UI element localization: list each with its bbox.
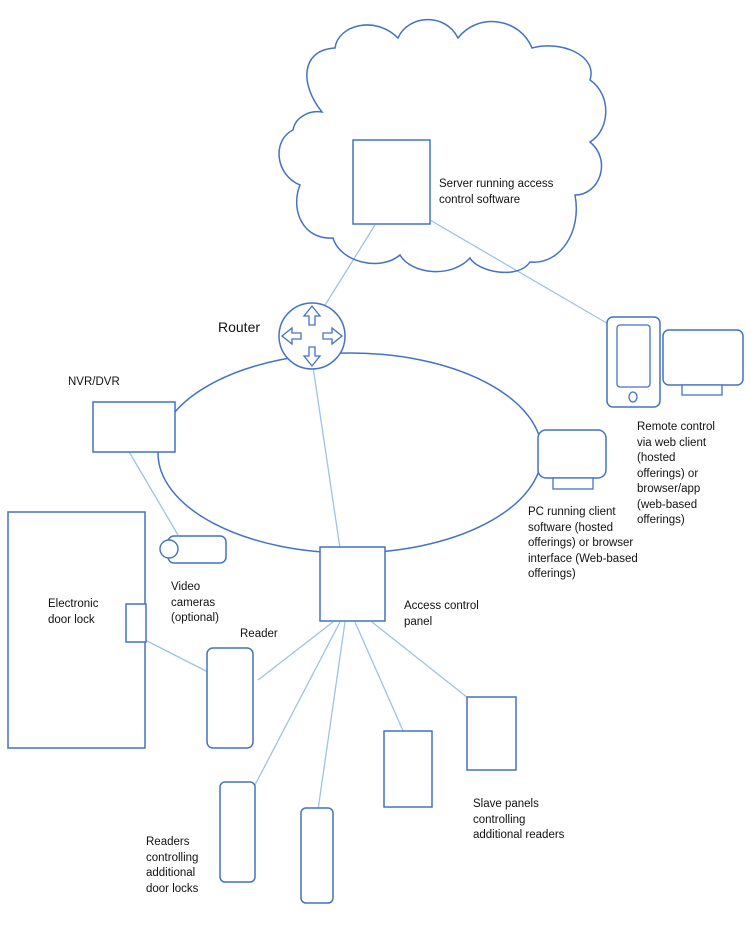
door-lock xyxy=(125,603,147,643)
monitor-icon xyxy=(662,329,744,396)
link-panel-reader xyxy=(257,621,334,681)
nvr-label: NVR/DVR xyxy=(68,376,120,388)
link-door-reader xyxy=(144,639,209,673)
link-nvr-camera xyxy=(127,449,179,536)
remote-control-label: Remote control via web client (hosted of… xyxy=(637,421,715,526)
additional-reader-1 xyxy=(219,781,256,883)
server-label: Server running access control software xyxy=(439,178,554,206)
slave-panel-2 xyxy=(466,696,517,771)
link-router-panel xyxy=(311,359,341,549)
access-control-panel-box xyxy=(319,546,386,622)
cloud-shape xyxy=(278,18,607,274)
link-server-remote xyxy=(429,219,611,326)
additional-reader-2 xyxy=(300,807,334,904)
link-panel-reader-3 xyxy=(317,621,346,811)
reader-label: Reader xyxy=(240,628,278,640)
electronic-lock-label: Electronic door lock xyxy=(48,598,99,626)
link-panel-slave-1 xyxy=(354,621,405,734)
link-panel-slave-2 xyxy=(371,621,469,699)
slave-panel-1 xyxy=(383,730,433,808)
link-server-router xyxy=(321,224,376,311)
slave-panels-label: Slave panels controlling additional read… xyxy=(473,798,565,841)
link-panel-reader-2 xyxy=(254,621,341,786)
video-camera-icon xyxy=(159,535,227,564)
door-box xyxy=(7,511,146,749)
network-ellipse xyxy=(157,352,543,554)
smartphone-icon xyxy=(606,316,661,408)
connections xyxy=(127,219,611,811)
router-arrows-icon xyxy=(278,302,346,370)
access-panel-label: Access control panel xyxy=(404,600,479,628)
additional-readers-label: Readers controlling additional door lock… xyxy=(146,836,199,895)
pc-label: PC running client software (hosted offer… xyxy=(528,506,638,580)
nvr-box xyxy=(92,401,176,453)
pc-monitor-icon xyxy=(537,429,607,490)
reader xyxy=(206,647,254,749)
router-label: Router xyxy=(218,319,261,335)
video-cameras-label: Video cameras (optional) xyxy=(171,581,219,624)
server-box xyxy=(352,139,431,225)
